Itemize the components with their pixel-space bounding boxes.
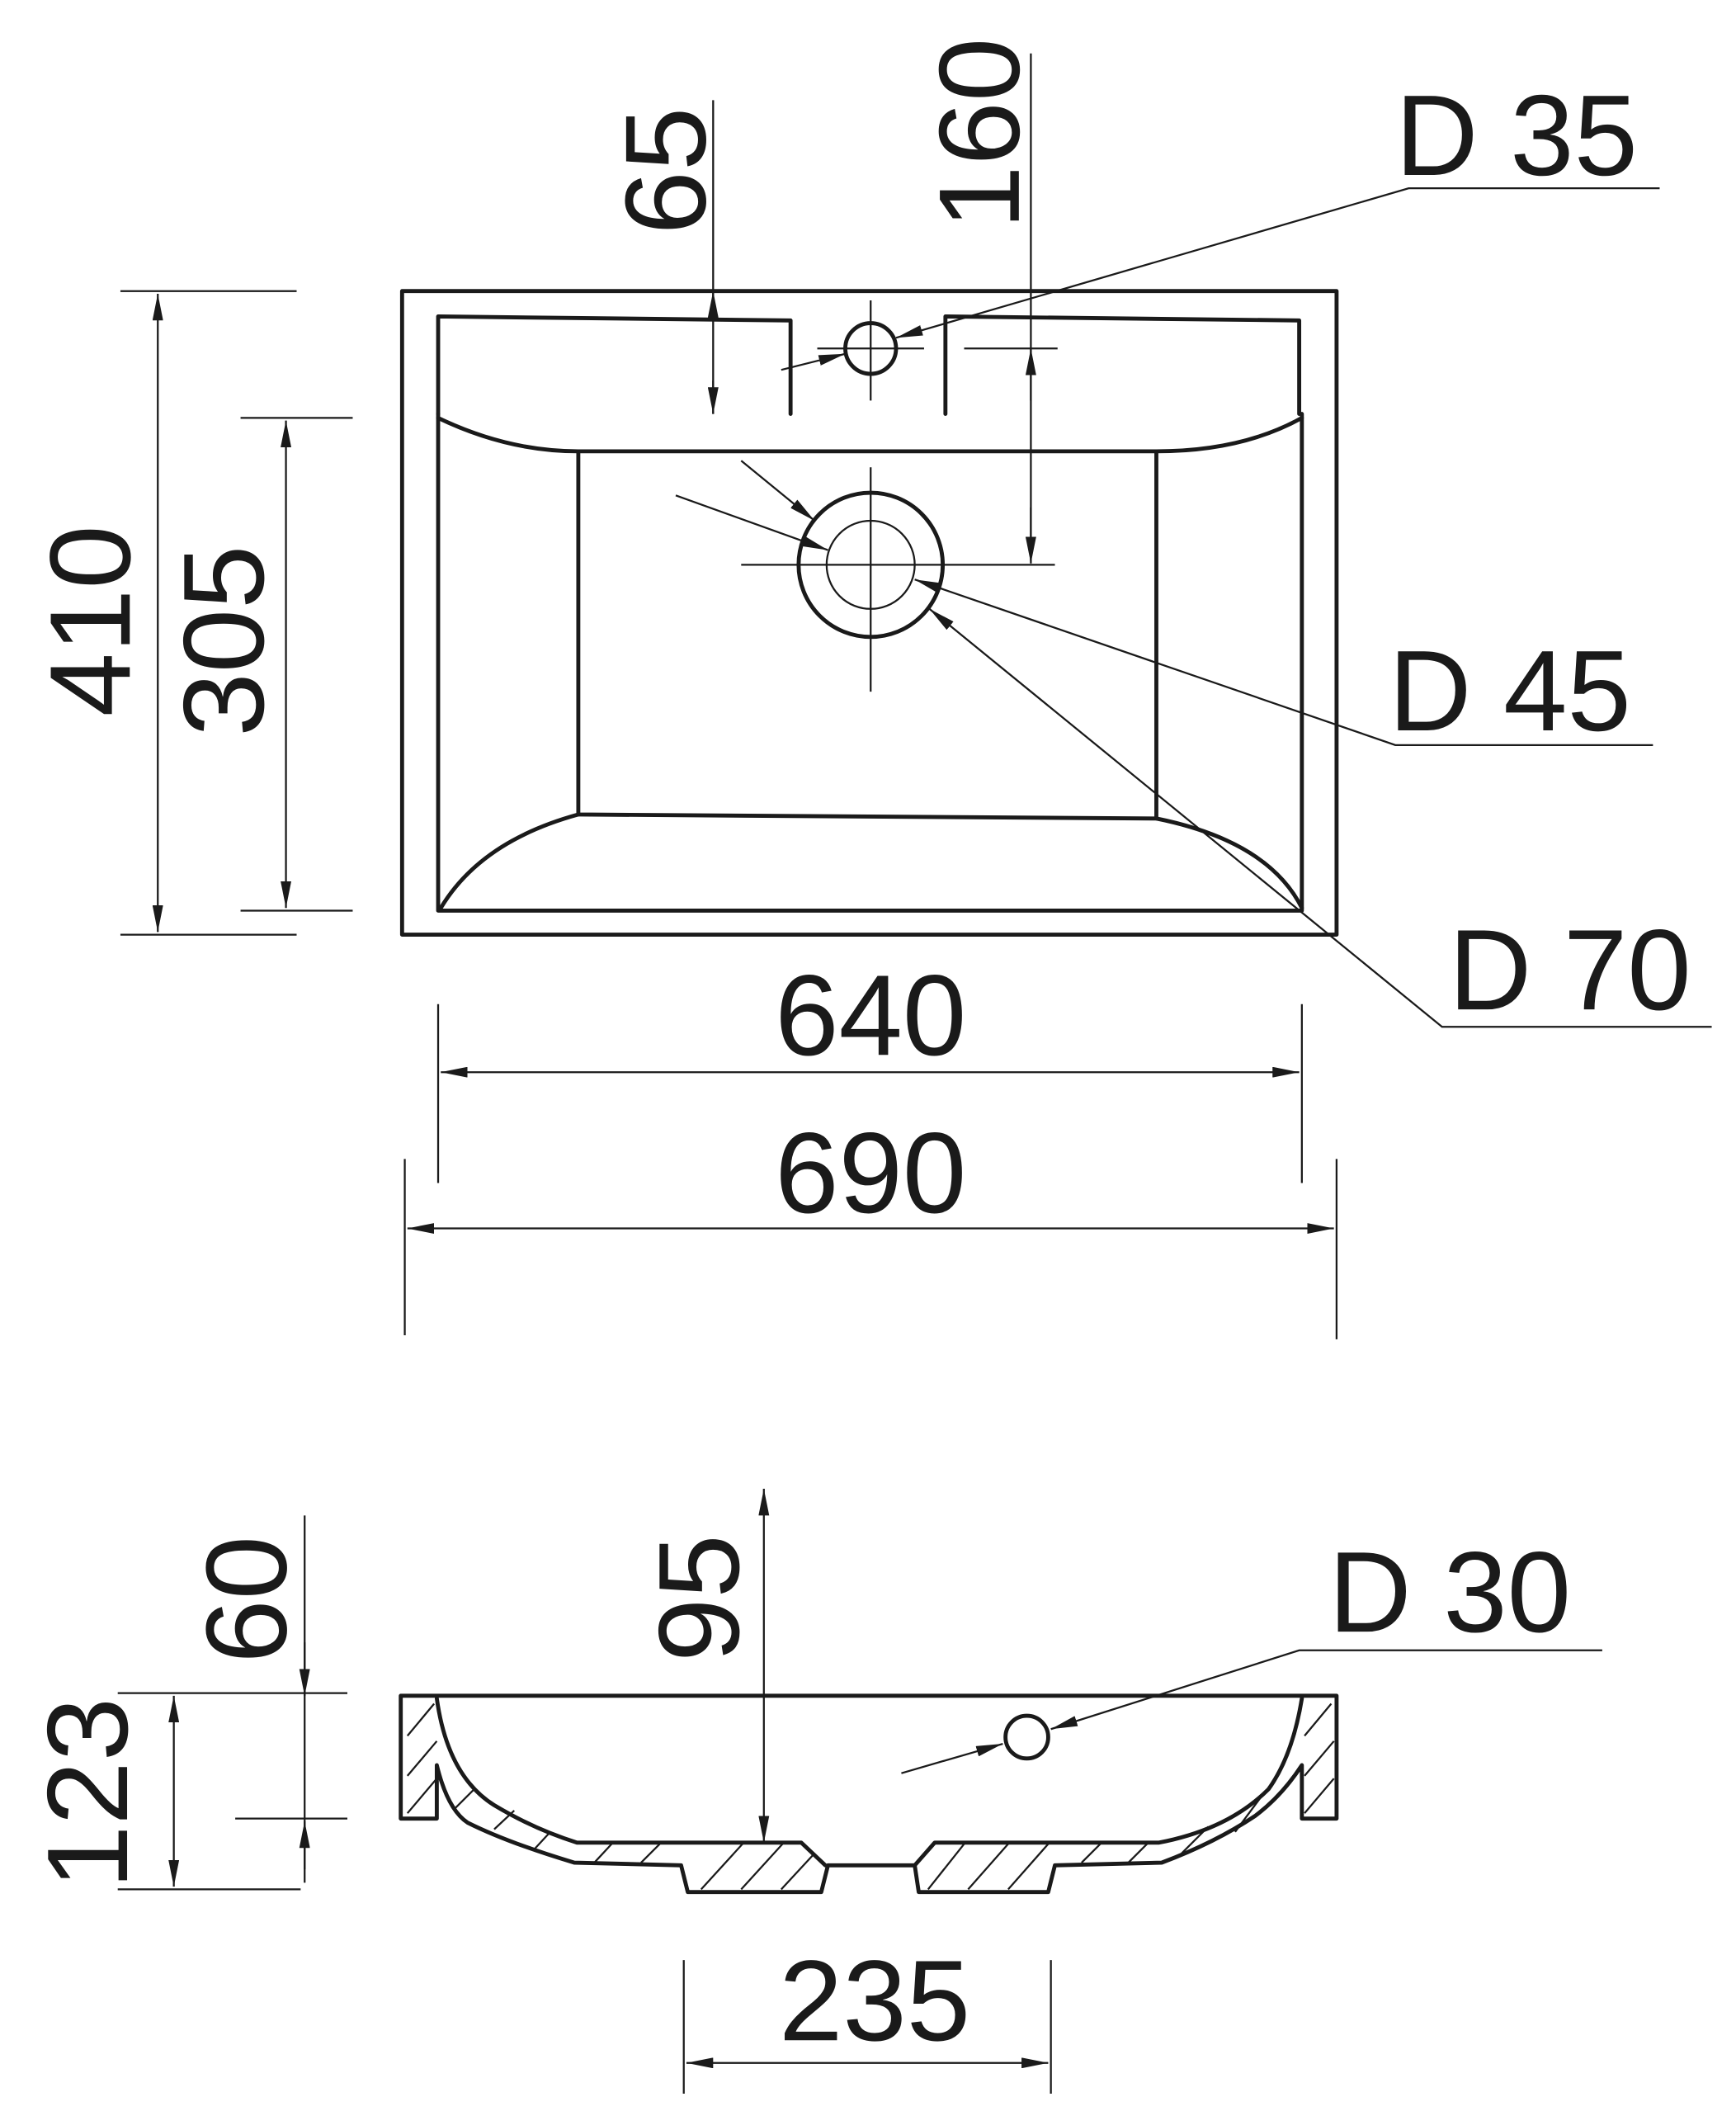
sink-outer-outline: [399, 289, 1339, 937]
dim-123: 123: [24, 1698, 152, 1889]
arrow: [675, 494, 828, 551]
section-view: 60 95 D 30 123 235: [24, 1489, 1602, 2094]
dim-d70: D 70: [1449, 906, 1691, 1034]
sink-inner-rim: [436, 412, 1304, 913]
dim-410: 410: [26, 525, 154, 716]
bowl-front-right: [1154, 816, 1304, 910]
dim-235: 235: [779, 1937, 970, 2065]
dim-65: 65: [602, 107, 730, 235]
dim-690: 690: [775, 1109, 966, 1237]
leader-d70: [928, 607, 1712, 1028]
deck-edge: [436, 415, 1304, 454]
dim-d35: D 35: [1395, 72, 1638, 200]
bowl-floor: [576, 449, 1158, 821]
dim-305: 305: [160, 545, 288, 737]
leader-d35: [895, 187, 1660, 339]
leader-d30: [1050, 1649, 1602, 1731]
dim-60: 60: [183, 1536, 311, 1664]
overflow-hole: [1003, 1713, 1050, 1761]
dim-d30: D 30: [1328, 1528, 1571, 1656]
bowl-inner-surface: [434, 1696, 1304, 1868]
dim-d45: D 45: [1389, 627, 1631, 755]
dim-160: 160: [916, 38, 1044, 229]
tap-deck-left: [436, 314, 793, 416]
bowl-front-left: [438, 812, 581, 910]
leader-d45: [914, 579, 1653, 746]
section-hatching: [406, 1702, 1335, 1891]
dim-640: 640: [775, 952, 966, 1079]
arrow: [781, 352, 846, 371]
arrow: [740, 460, 815, 522]
section-outline: [399, 1693, 1339, 1895]
dim-95: 95: [635, 1534, 763, 1662]
arrow: [901, 1742, 1003, 1774]
top-view: 65 160 D 35 410 305 D 45 D 70 640 690: [26, 38, 1712, 1339]
tap-deck-right: [943, 314, 1302, 416]
